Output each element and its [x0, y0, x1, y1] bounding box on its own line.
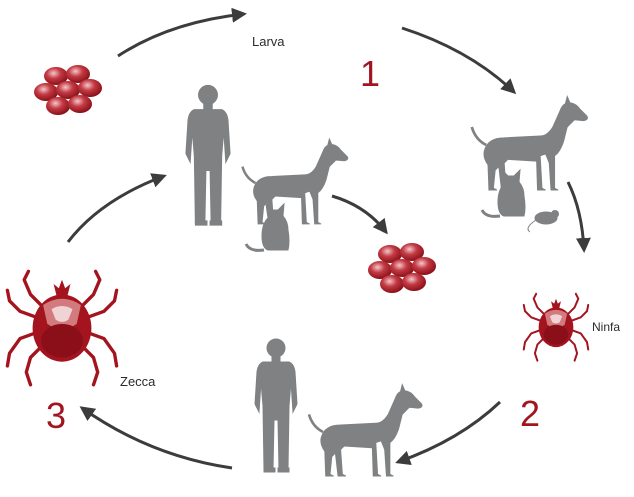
cycle-arrow-icon: [68, 14, 584, 468]
egg-cluster-icon: [34, 65, 102, 115]
host-group-center: [186, 85, 348, 250]
tick-nymph-icon: [524, 294, 588, 361]
step-number-2: 2: [520, 396, 540, 432]
dog-silhouette-icon: [242, 139, 347, 224]
step-number-1: 1: [360, 56, 380, 92]
host-group-bottom: [255, 339, 422, 476]
man-silhouette-icon: [255, 339, 297, 472]
egg-cluster-icon: [368, 243, 436, 293]
arrow-host2-to-adult: [82, 408, 232, 468]
arrow-larva-to-host1: [402, 28, 514, 92]
arrow-host3-to-eggs: [332, 196, 386, 232]
label-larva: Larva: [252, 34, 285, 49]
tick-adult-icon: [7, 271, 116, 384]
label-zecca: Zecca: [120, 374, 155, 389]
dog-silhouette-icon: [309, 384, 422, 476]
step-number-3: 3: [46, 398, 66, 434]
label-ninfa: Ninfa: [592, 320, 620, 334]
mouse-silhouette-icon: [528, 211, 559, 233]
host-group-right: [472, 96, 588, 232]
dog-silhouette-icon: [472, 96, 588, 190]
arrow-adult-to-host3: [68, 176, 164, 242]
arrow-host1-to-nymph: [568, 182, 584, 250]
arrow-nymph-to-host2: [398, 402, 500, 462]
cat-silhouette-icon: [246, 204, 289, 250]
man-silhouette-icon: [186, 85, 230, 225]
arrow-eggs-to-larva: [118, 14, 244, 56]
